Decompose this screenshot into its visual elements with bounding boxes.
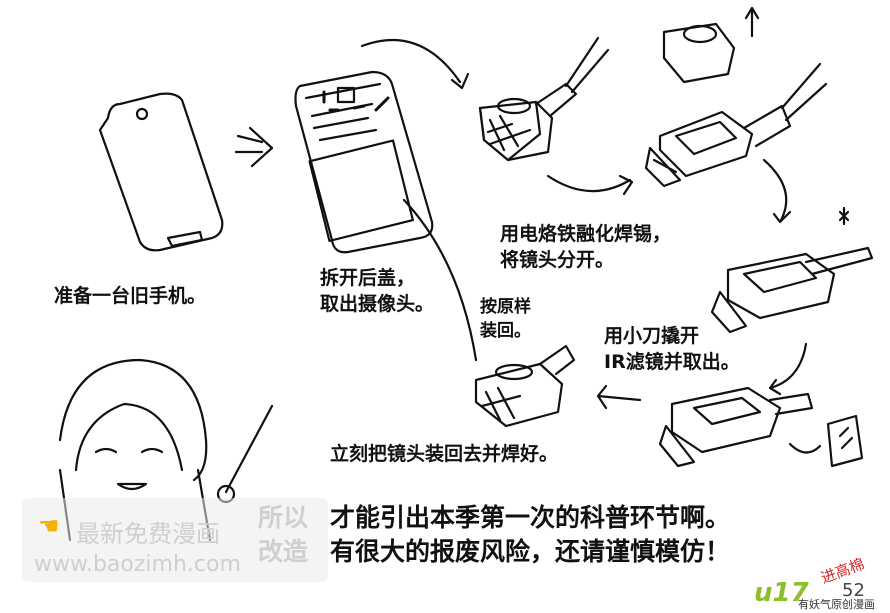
lifted-lens-drawing [644,6,828,224]
bottom-line2: 有很大的报废风险，还请谨慎模仿！ [330,537,731,566]
caption-step5-line1: 按原样 [480,297,531,317]
bottom-line1-lead: 所以 [258,503,309,532]
caption-step1: 准备一台旧手机。 [54,285,207,307]
ir-filter-drawing [710,206,874,396]
watermark-line2: www.baozimh.com [34,552,241,577]
opened-phone-drawing [294,38,470,254]
watermark-line1: 最新免费漫画 [76,520,220,548]
watermark-box [22,498,328,582]
caption-step6: 立刻把镜头装回去并焊好。 [330,443,559,465]
caption-step2-line2: 取出摄像头。 [320,293,435,315]
camera-module-drawing [478,36,634,196]
caption-step2-line1: 拆开后盖， [320,267,416,289]
pointer-icon: ☚ [38,512,60,540]
filter-removed-drawing [658,386,864,468]
caption-step4-line1: 用小刀撬开 [604,325,700,347]
u17-logo-subtitle: 有妖气原创漫画 [798,598,875,611]
caption-step5-line2: 装回。 [480,321,531,341]
caption-step3-line1: 用电烙铁融化焊锡， [500,223,672,245]
bottom-line2-lead: 改造 [258,537,309,566]
page-number: 52 [842,580,865,601]
old-phone-drawing [98,92,274,252]
bottom-line1: 才能引出本季第一次的科普环节啊。 [330,503,731,532]
character-drawing [58,358,274,542]
u17-logo: u17 [754,578,809,608]
caption-step4-line2: IR滤镜并取出。 [604,351,740,373]
caption-step3-line2: 将镜头分开。 [500,249,615,271]
reassembled-module-drawing [402,198,642,428]
